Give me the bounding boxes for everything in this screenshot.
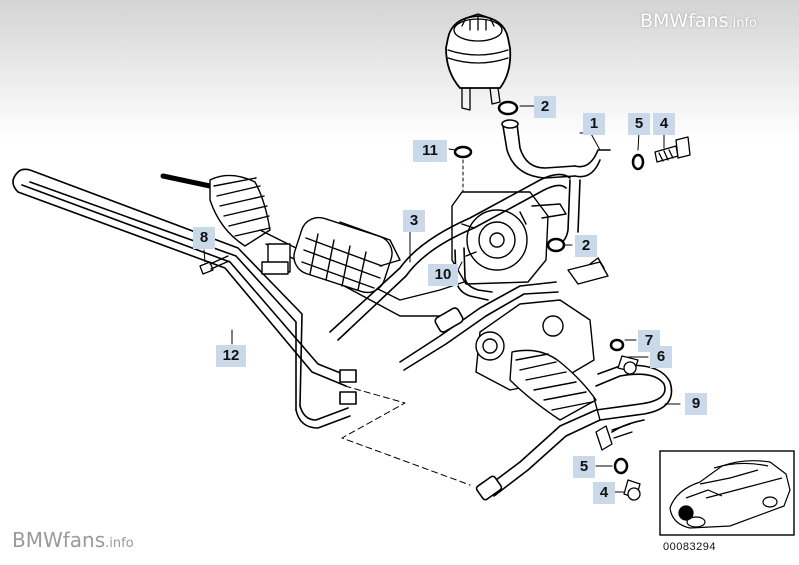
hose-3-drawing [329,173,571,341]
bolt-8 [199,255,230,275]
callout-4-bottom: 4 [593,482,615,504]
bolt-4-top [654,136,691,163]
bolt-6 [617,355,639,375]
callout-11: 11 [413,140,447,162]
callout-5-bottom: 5 [573,456,595,478]
callout-12: 12 [216,345,246,367]
cooler-line-12 [12,168,357,429]
watermark-bottom: BMWfans.info [12,528,134,552]
callout-3: 3 [403,210,425,232]
rack-boot-right [509,349,601,421]
callout-10: 10 [428,264,458,286]
hose-9-drawing [475,364,673,501]
callout-1: 1 [583,113,605,135]
callout-2-top: 2 [534,96,556,118]
callout-9: 9 [685,393,707,415]
hose-10-drawing [399,247,559,371]
watermark-top: BMWfans.info [640,10,758,32]
callout-5-top: 5 [628,113,650,135]
callout-4-top: 4 [653,113,675,135]
hose-1-drawing [501,119,611,245]
callout-6: 6 [650,346,672,368]
vehicle-location-inset [659,450,795,536]
callout-8: 8 [193,227,215,249]
power-steering-pump [451,191,567,285]
callout-2-mid: 2 [575,235,597,257]
bolt-4-bottom [623,479,641,501]
diagram-reference-number: 00083294 [663,541,716,553]
reservoir-drawing [445,13,512,111]
steering-rack [160,173,521,317]
